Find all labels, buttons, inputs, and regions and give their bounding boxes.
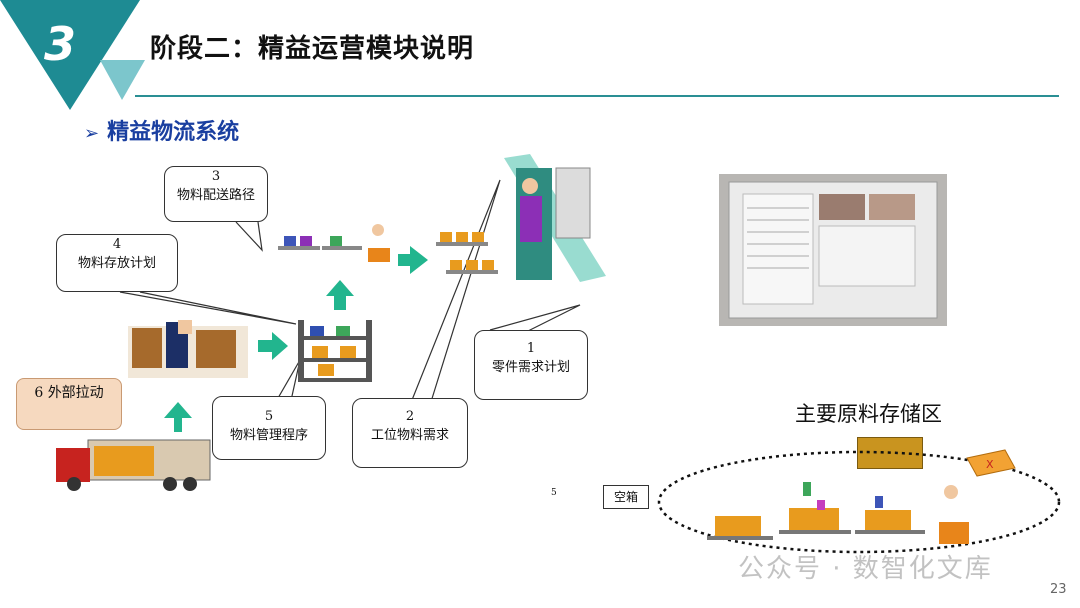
- watermark: 公众号 · 数智化文库: [738, 554, 993, 584]
- arrow-right-icon: [398, 246, 428, 274]
- tugger-train-illustration: [707, 482, 969, 544]
- bubble-delivery-route: 3 物料配送路径: [164, 166, 268, 222]
- bubble-parts-demand: 1 零件需求计划: [474, 330, 588, 400]
- bubble-storage-plan: 4 物料存放计划: [56, 234, 178, 292]
- kanban-loop: X: [657, 449, 1061, 554]
- delivery-carts: [278, 224, 390, 262]
- subtitle-text: 精益物流系统: [107, 120, 240, 145]
- bubble-station-demand: 2 工位物料需求: [352, 398, 468, 468]
- storage-area-title: 主要原料存储区: [795, 402, 942, 426]
- section-subtitle: ➢ 精益物流系统: [84, 114, 239, 146]
- kanban-card-icon: [966, 449, 1016, 477]
- svg-text:X: X: [986, 458, 994, 471]
- section-number: 3: [44, 17, 76, 71]
- page-title: 阶段二：精益运营模块说明: [150, 34, 475, 64]
- line-side-racks: [436, 232, 498, 274]
- workstation-illustration: [504, 154, 606, 282]
- flow-arrows: [164, 246, 428, 432]
- bubble-external-pull: 6 外部拉动: [16, 378, 122, 430]
- arrow-right-icon: [258, 332, 288, 360]
- callout-tails: [119, 179, 581, 406]
- page-number: 23: [1050, 582, 1067, 597]
- section-badge: 3: [0, 0, 145, 110]
- truck-illustration: [56, 439, 211, 491]
- logistics-diagram: [56, 154, 606, 491]
- board-photo-graphic: [728, 181, 938, 319]
- bubble-material-procedure: 5 物料管理程序: [212, 396, 326, 460]
- board-photo: [719, 174, 947, 326]
- figure-number: 5: [551, 488, 557, 498]
- empty-box-label: 空箱: [603, 485, 649, 509]
- arrow-up-icon: [164, 402, 192, 432]
- header-divider: [135, 95, 1059, 97]
- arrow-up-icon: [326, 280, 354, 310]
- shelf-rack: [298, 320, 372, 382]
- warehouse-illustration: [128, 320, 248, 378]
- arrow-bullet-icon: ➢: [84, 123, 100, 144]
